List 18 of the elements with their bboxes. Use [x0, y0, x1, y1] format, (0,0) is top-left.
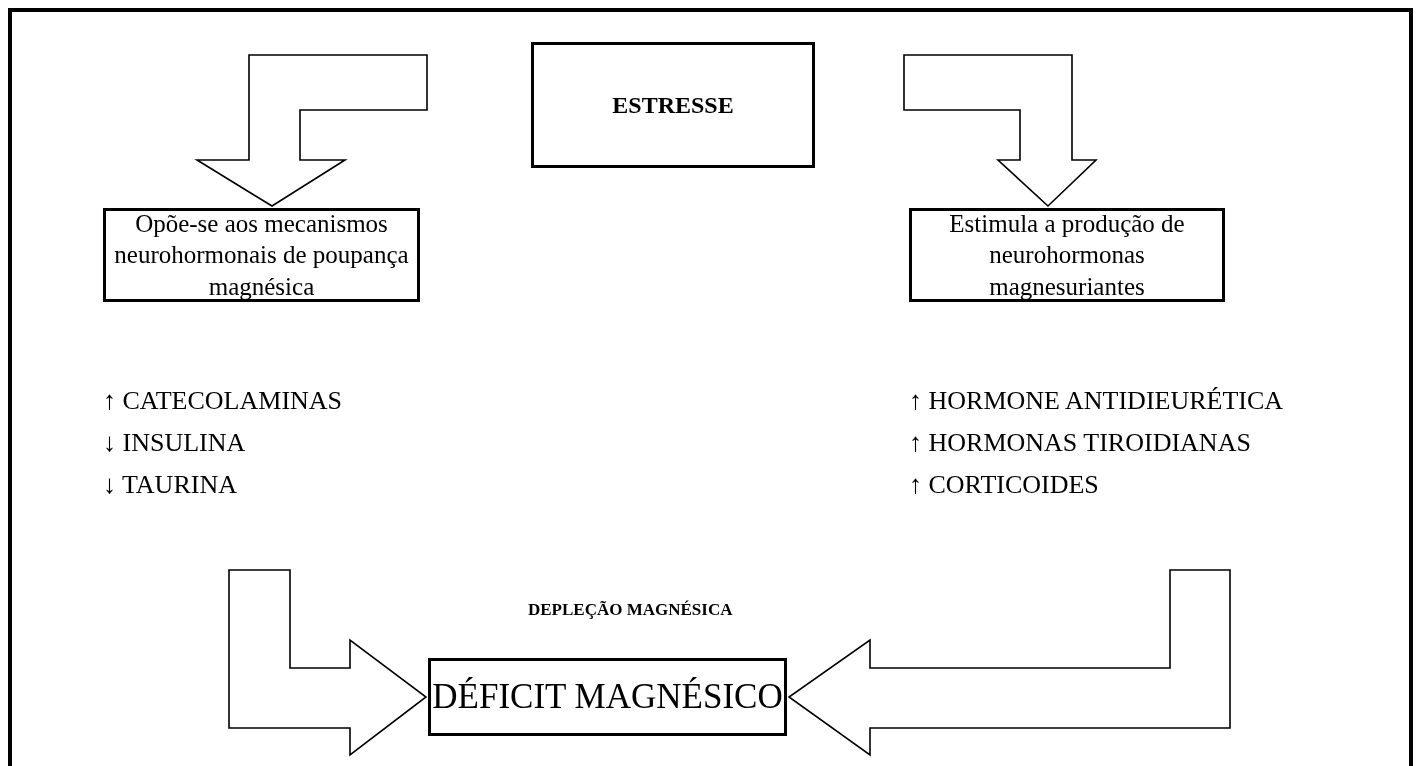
list-item: ↓ INSULINA [103, 427, 247, 459]
box-text: Estimula a produção de neurohormonas magnesuriantes [948, 209, 1186, 302]
list-item: ↑ HORMONE ANTIDIEURÉTICA [909, 385, 1285, 417]
box-text: ESTRESSE [611, 91, 735, 120]
list-item: ↑ CORTICOIDES [909, 469, 1100, 501]
hollow-bent-arrow [787, 569, 1231, 757]
hollow-bent-arrow [228, 569, 428, 757]
hollow-bent-arrow [194, 54, 428, 207]
list-item: ↑ HORMONAS TIROIDIANAS [909, 427, 1252, 459]
process-box [531, 42, 815, 168]
hollow-bent-arrow [903, 54, 1098, 208]
process-box [428, 658, 787, 736]
box-text: Opõe-se aos mecanismos neurohormonais de poupança magnésica [113, 209, 410, 302]
process-box [909, 208, 1225, 302]
note-label: DEPLEÇÃO MAGNÉSICA [528, 600, 733, 620]
list-item: ↑ CATECOLAMINAS [103, 385, 344, 417]
list-item: ↓ TAURINA [103, 469, 238, 501]
box-text: DÉFICIT MAGNÉSICO [431, 676, 784, 719]
